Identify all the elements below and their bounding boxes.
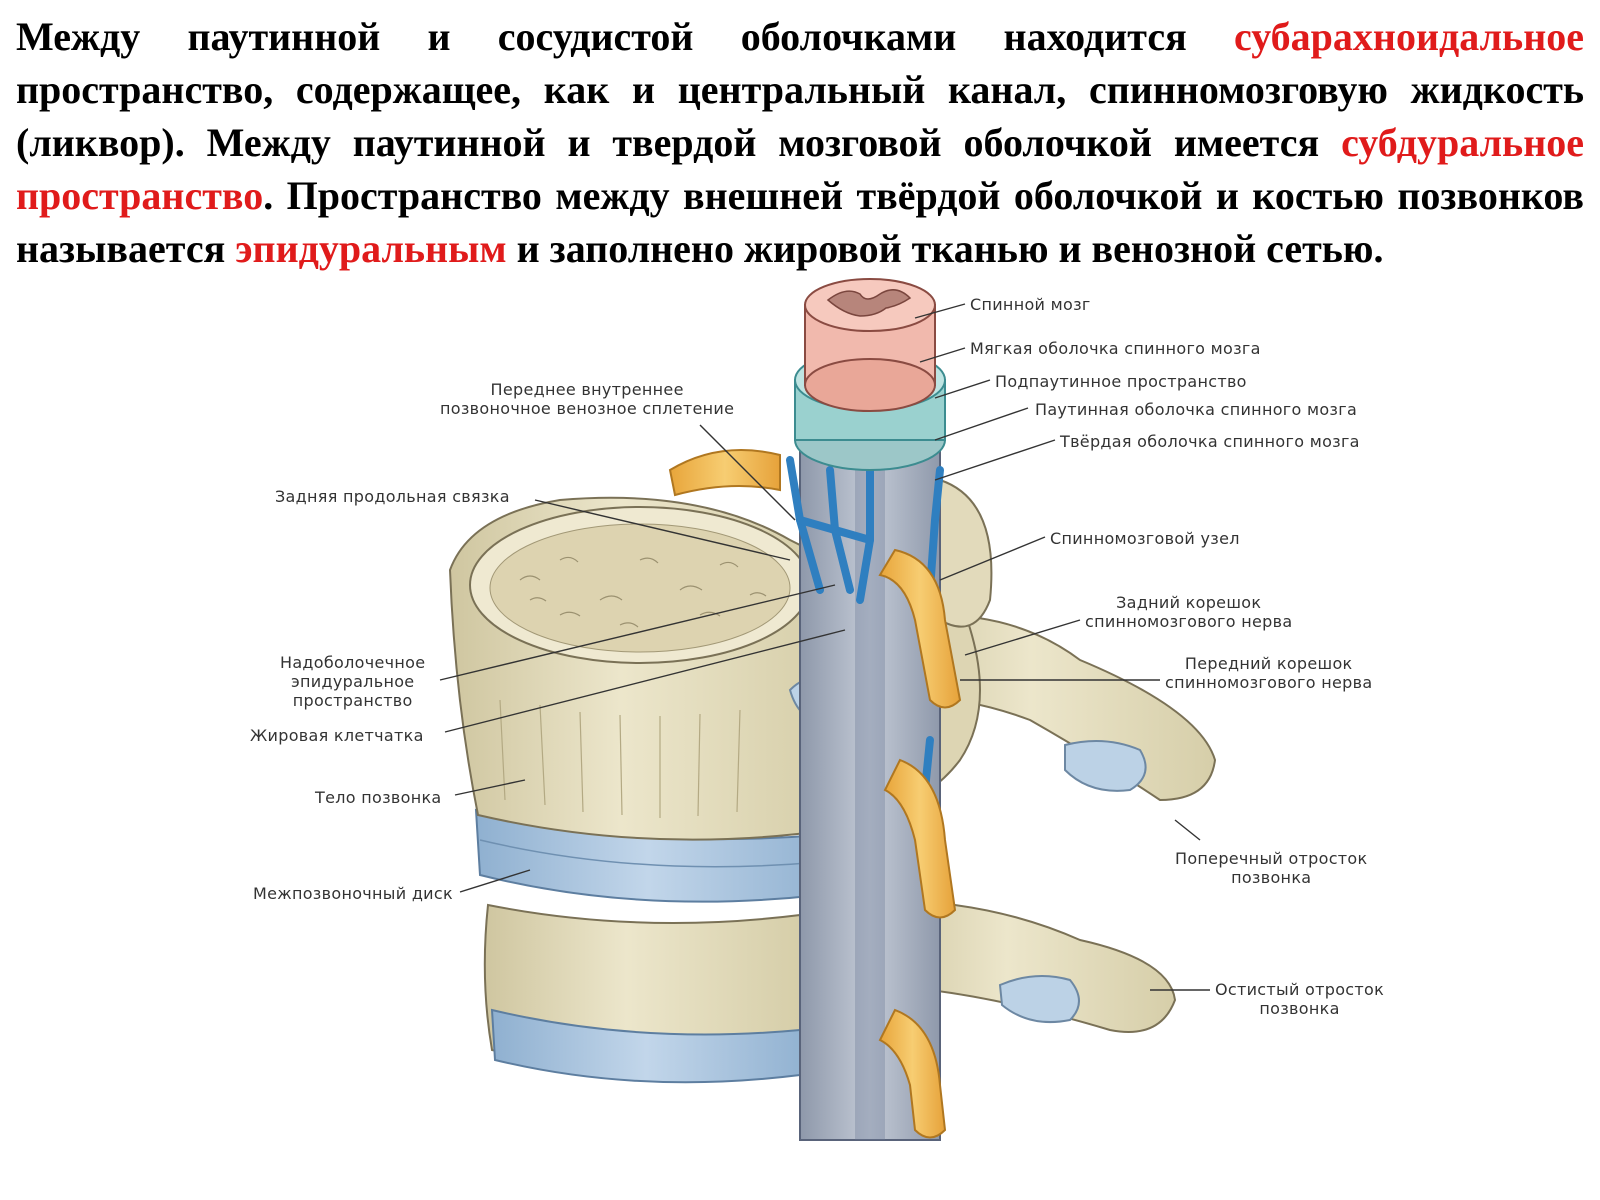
highlight-epidural: эпидуральным xyxy=(235,226,507,271)
paragraph-text-4: и заполнено жировой тканью и венозной се… xyxy=(506,226,1384,271)
paragraph-text-3: . Пространство между внешней твёрдой обо… xyxy=(16,173,1584,271)
label-dura-mater: Твёрдая оболочка спинного мозга xyxy=(1060,432,1360,451)
label-intervertebral-disc: Межпозвоночный диск xyxy=(253,884,453,903)
highlight-subdural: субдуральное пространство xyxy=(16,120,1584,218)
label-arachnoid-mater: Паутинная оболочка спинного мозга xyxy=(1035,400,1358,419)
label-spinal-ganglion: Спинномозговой узел xyxy=(1050,529,1240,548)
label-posterior-longitudinal-ligament: Задняя продольная связка xyxy=(275,487,510,506)
label-pia-mater: Мягкая оболочка спинного мозга xyxy=(970,339,1261,358)
label-spinal-cord: Спинной мозг xyxy=(970,295,1091,314)
paragraph-text-2: пространство, содержащее, как и централь… xyxy=(16,67,1584,165)
spinal-cord xyxy=(804,278,936,412)
vertebra-body xyxy=(448,496,831,841)
paragraph-text-1: Между паутинной и сосудистой оболочками … xyxy=(16,14,1234,59)
leader-lines xyxy=(439,303,1210,991)
venous-plexus xyxy=(786,456,944,794)
description-paragraph: Между паутинной и сосудистой оболочками … xyxy=(16,10,1584,275)
spinal-nerves xyxy=(668,449,962,1139)
highlight-subarachnoid: субарахноидальное xyxy=(1233,14,1584,59)
label-fat-tissue: Жировая клетчатка xyxy=(250,726,424,745)
label-subarachnoid-space: Подпаутинное пространство xyxy=(995,372,1247,391)
label-vertebral-body: Тело позвонка xyxy=(315,788,442,807)
